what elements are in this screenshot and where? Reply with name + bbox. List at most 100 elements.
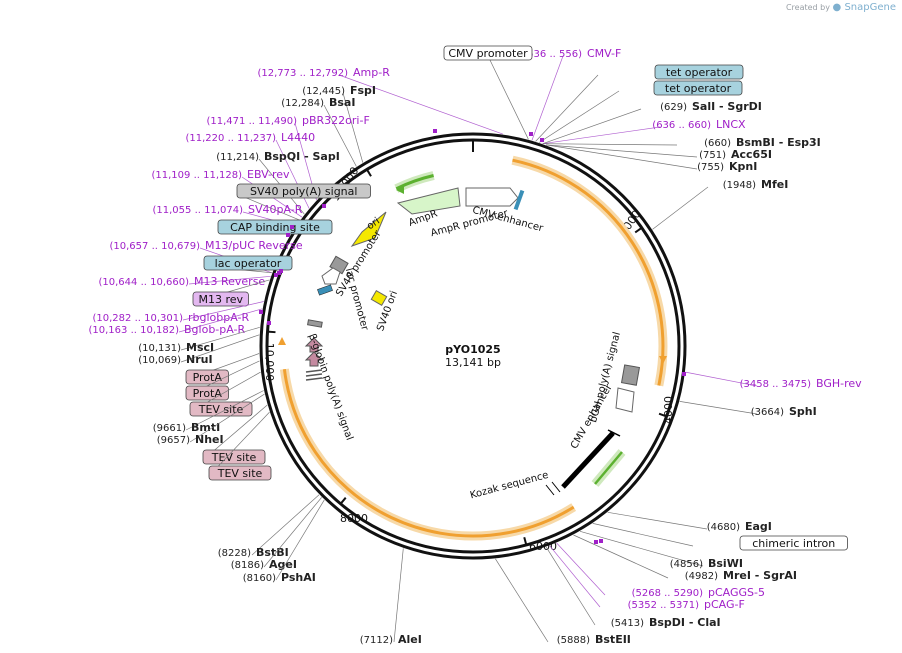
leader-line [342, 92, 364, 163]
leader-line [275, 499, 325, 581]
primer-marker [267, 321, 271, 325]
label-name: KpnI [729, 160, 757, 173]
map-label: (8186)AgeI [231, 497, 322, 571]
plasmid-name: pYO1025 [445, 343, 500, 356]
snapgene-credit: Created by ● SnapGene [785, 2, 896, 13]
bglobin-box [307, 319, 323, 328]
map-label: tet operator [535, 64, 744, 142]
primer-marker [594, 540, 598, 544]
label-name: M13 Reverse [194, 275, 265, 288]
map-label: (4856) BsiWI [579, 530, 743, 570]
leader-line [495, 558, 549, 643]
ampr-arrow [396, 187, 461, 215]
label-name: BspDI - ClaI [649, 616, 721, 629]
feature-box-label: tet operator [665, 82, 732, 95]
leader-line [178, 308, 263, 333]
primer-marker [322, 204, 326, 208]
feature-box-label: ProtA [193, 371, 223, 384]
primer-marker [433, 129, 437, 133]
label-position: (5413) [611, 618, 644, 629]
label-position: (10,069) [138, 355, 181, 366]
prota-arrow [304, 351, 324, 367]
label-name: AleI [398, 633, 422, 646]
lac-operator-mark [317, 284, 333, 296]
map-label: SV40 poly(A) signal [236, 183, 371, 221]
label-name: SalI - SgrDI [692, 100, 762, 113]
leader-line [538, 90, 620, 143]
tick-mark [634, 227, 643, 234]
tet-operator-mark [513, 189, 525, 211]
leader-line [208, 411, 270, 477]
label-position: (751) [699, 150, 726, 161]
label-position: (8186) [231, 560, 264, 571]
label-position: (10,282 .. 10,301) [93, 313, 184, 324]
feature-box [653, 80, 743, 96]
leader-line [679, 401, 758, 415]
leader-line [185, 390, 264, 431]
leader-line [542, 143, 678, 146]
map-label: chimeric intron [592, 523, 848, 551]
feature-label: β-globin poly(A) signal [306, 332, 355, 441]
feature-box-label: ProtA [193, 387, 223, 400]
kozak-marker [545, 481, 561, 496]
feature-box-label: TEV site [217, 467, 263, 480]
tick-label: 8000 [340, 512, 368, 525]
map-label: ProtA [185, 353, 260, 385]
map-label: TEV site [202, 404, 268, 465]
feature-box-label: CAP binding site [230, 221, 320, 234]
label-position: (11,109 .. 11,128) [152, 170, 243, 181]
label-position: (7112) [360, 635, 393, 646]
label-position: (1948) [723, 180, 756, 191]
map-label: (8228)BstBI [218, 494, 320, 559]
orange-arrowhead [659, 356, 667, 364]
map-label: (7112) AleI [360, 548, 422, 646]
prota-arrow [304, 337, 324, 353]
orange-feature-arc [282, 369, 575, 538]
label-position: (4680) [707, 522, 740, 533]
leader-line [685, 371, 758, 387]
tick-label: 10,000 [263, 343, 276, 382]
label-name: MscI [186, 341, 214, 354]
label-name: BsiWI [708, 557, 743, 570]
leader-line [579, 530, 704, 567]
leader-line [607, 511, 708, 530]
tick-mark [523, 536, 528, 546]
leader-line [182, 301, 264, 321]
leader-line [592, 523, 694, 547]
feature-box-label: M13 rev [198, 293, 243, 306]
label-position: (11,214) [216, 152, 259, 163]
feature-box [443, 45, 533, 61]
map-label: (9661)BmtI [153, 390, 264, 434]
label-position: (5888) [557, 635, 590, 646]
map-label: (3458 .. 3475)BGH-rev [685, 371, 862, 390]
label-position: (660) [704, 138, 731, 149]
label-name: LNCX [716, 118, 746, 131]
orange-arrowhead [278, 337, 286, 345]
feature-box-label: chimeric intron [752, 537, 835, 550]
sv40-promoter-arrow [321, 267, 341, 285]
tev-site-marks [305, 369, 323, 381]
ori-arrow [350, 211, 387, 247]
label-position: (10,131) [138, 343, 181, 354]
label-position: (4856) [670, 559, 703, 570]
map-label: (10,069)NruI [138, 334, 260, 366]
label-position: (4982) [685, 571, 718, 582]
label-name: L4440 [281, 131, 315, 144]
leader-line [263, 497, 322, 568]
label-position: (8228) [218, 548, 251, 559]
feature-box [654, 64, 744, 80]
label-position: (3664) [751, 407, 784, 418]
feature-box [217, 219, 333, 235]
leader-line [573, 534, 669, 579]
map-label: (12,773 .. 12,792)Amp-R [258, 66, 503, 135]
leader-line [546, 144, 698, 170]
label-name: NheI [195, 433, 224, 446]
tick-label: 6000 [529, 540, 557, 553]
feature-label: Kozak sequence [469, 470, 550, 502]
leader-line [556, 542, 606, 596]
black-feature-arc [561, 431, 615, 489]
primer-marker [529, 132, 533, 136]
map-label: (12,284)BsaI [281, 96, 357, 167]
label-position: (536 .. 556) [523, 49, 582, 60]
